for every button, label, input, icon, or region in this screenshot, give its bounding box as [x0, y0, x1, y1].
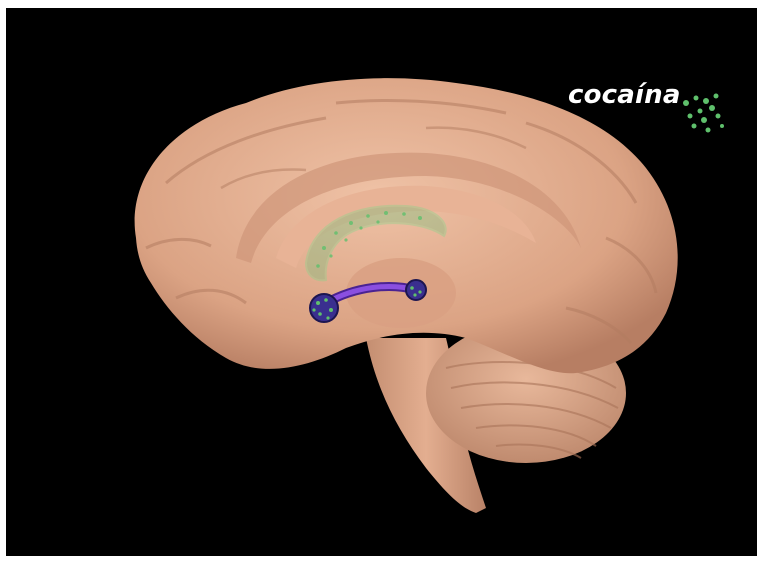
pathway-node-right	[406, 280, 426, 300]
image-frame: cocaína	[6, 8, 757, 556]
cerebrum	[135, 78, 678, 373]
cocaine-particles-icon	[683, 94, 724, 133]
pathway-node-left	[310, 294, 338, 322]
drug-label: cocaína	[568, 80, 681, 110]
